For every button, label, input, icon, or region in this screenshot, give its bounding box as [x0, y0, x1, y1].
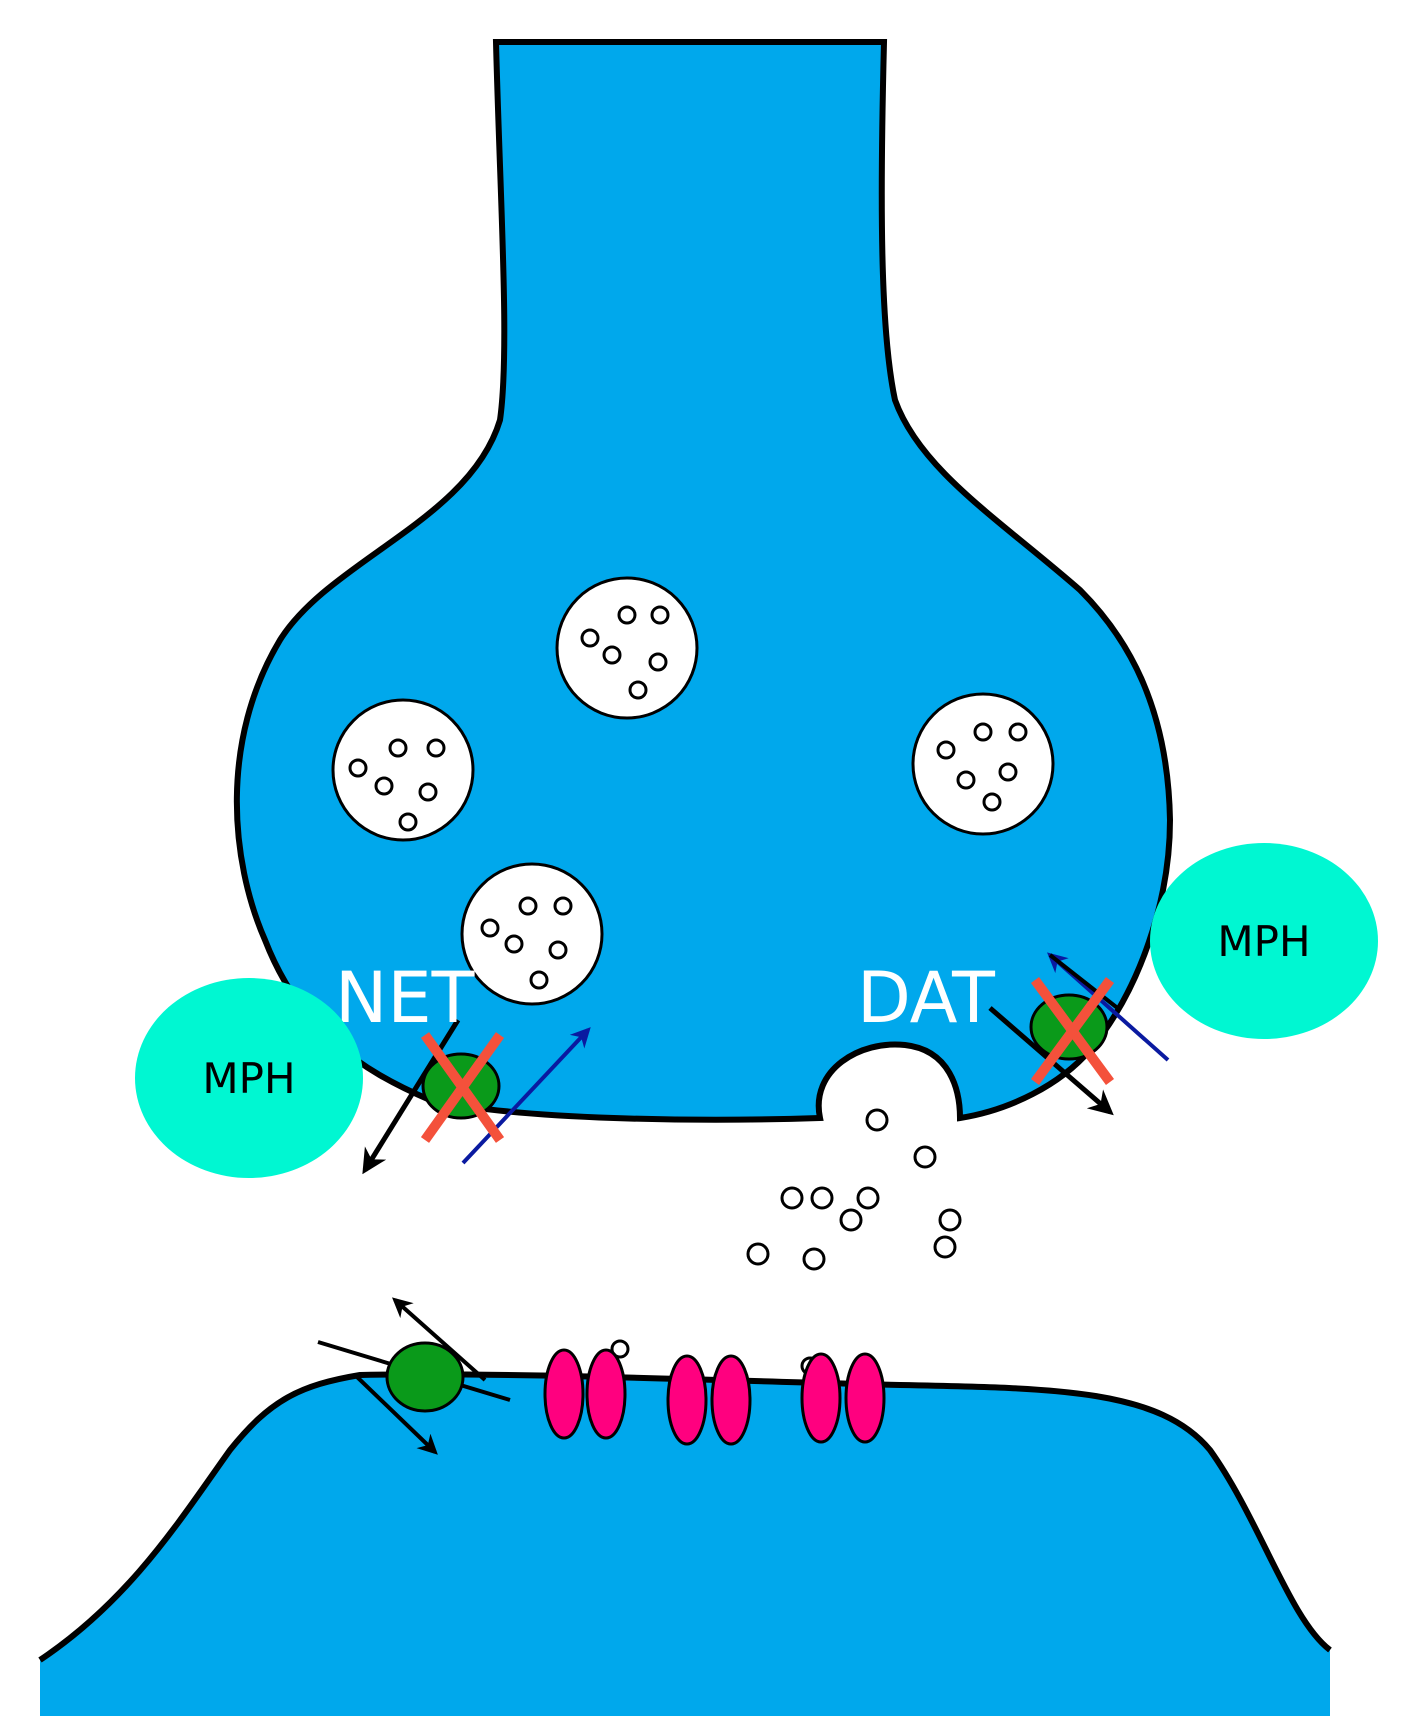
postsynaptic-transporter — [317, 1297, 511, 1455]
postsynaptic-membrane — [38, 1371, 1332, 1663]
vesicle — [911, 692, 1055, 836]
vesicle — [460, 862, 604, 1006]
postsynaptic-receptors — [543, 1348, 886, 1446]
postsynaptic-neuron — [40, 1374, 1330, 1716]
mph-label-right: MPH — [1217, 917, 1310, 966]
mph-bubble-left: MPH — [135, 978, 363, 1178]
mph-label-left: MPH — [202, 1054, 295, 1103]
net-label: NET — [335, 957, 475, 1039]
dat-label: DAT — [857, 957, 995, 1039]
red-x-icon — [1030, 977, 1115, 1085]
neurotransmitter-molecules — [610, 1108, 962, 1376]
presynaptic-terminal — [233, 39, 1174, 1123]
mph-bubble-right: MPH — [1150, 843, 1378, 1039]
red-x-icon — [420, 1032, 505, 1143]
vesicle — [555, 576, 699, 720]
vesicle — [331, 698, 475, 842]
